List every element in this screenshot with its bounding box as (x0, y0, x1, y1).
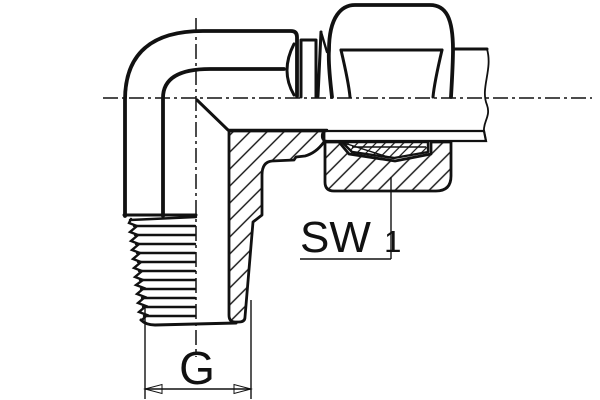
thread-runout (128, 215, 198, 222)
union-nut-outline (326, 3, 455, 99)
hex-chamfer-arc (285, 42, 296, 97)
tube-break-line (483, 48, 490, 142)
sw1-index: 1 (384, 224, 401, 259)
label-sw1: SW 1 (300, 177, 401, 262)
tube-wall-section (320, 129, 488, 143)
male-taper-thread (127, 215, 238, 327)
nut-left-chamfer-curve (339, 48, 352, 99)
cone-edge (316, 30, 323, 98)
body-neck (299, 30, 329, 99)
label-g: G (179, 342, 215, 394)
thread-crest-lines (132, 224, 197, 318)
sw1-text: SW (300, 213, 371, 262)
centerlines (103, 18, 592, 357)
dimension-g: G (143, 300, 253, 399)
nut-section-hatch (323, 140, 453, 193)
bore-intersection-edge (195, 98, 230, 132)
svg-text:SW 1: SW 1 (300, 213, 401, 262)
thread-bottom-edge (139, 318, 238, 327)
tube (451, 47, 490, 142)
nut-right-chamfer-curve (431, 48, 444, 99)
elbow-body-outline (122, 29, 299, 218)
g-arrowhead-left (143, 383, 163, 395)
g-arrowhead-right (233, 383, 253, 395)
